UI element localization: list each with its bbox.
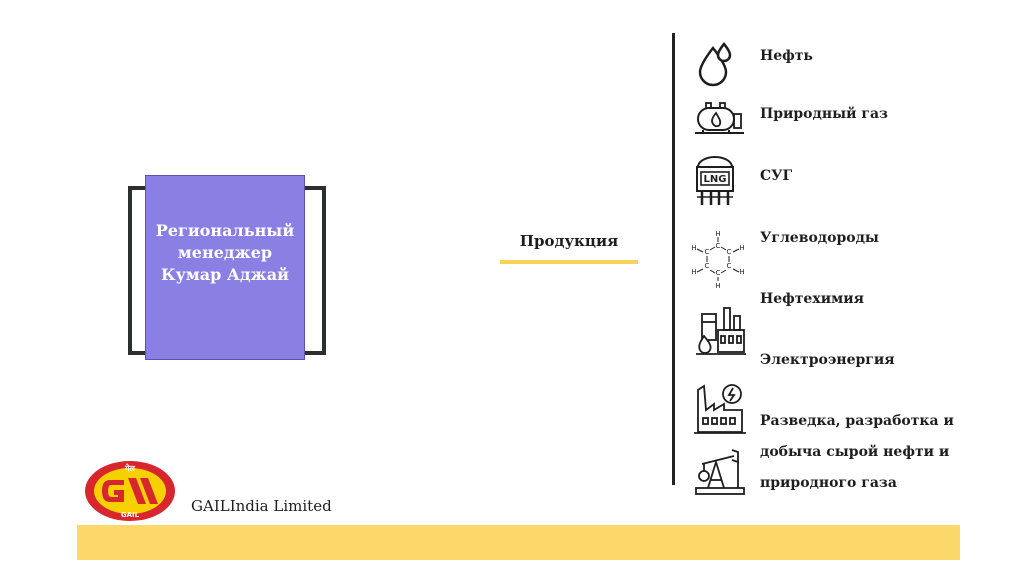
svg-text:C: C [716,242,721,250]
svg-text:H: H [739,244,744,252]
product-lpg: СУГ [760,168,793,184]
power-plant-icon [694,384,746,434]
svg-text:C: C [716,269,721,277]
product-exploration-line-2: добыча сырой нефти и [760,444,950,460]
svg-text:H: H [691,268,696,276]
lng-label: LNG [704,174,727,185]
hydrocarbon-molecule-icon: H C C C C C C H H H H H [691,230,744,290]
card-line-2: менеджер [177,242,273,262]
gail-logo-bottom-text: GAIL [121,511,140,519]
gas-tank-icon [695,102,744,134]
petrochemical-plant-icon [696,307,746,355]
product-oil: Нефть [760,48,813,64]
company-name: GAILIndia Limited [191,497,332,515]
product-exploration-line-3: природного газа [760,475,897,491]
products-label: Продукция [519,232,619,250]
oil-pump-jack-icon [695,449,745,495]
product-petrochemicals: Нефтехимия [760,291,864,307]
svg-text:C: C [727,248,732,256]
manager-card: Региональный менеджер Кумар Аджай [145,175,305,360]
product-hydrocarbons: Углеводороды [760,230,879,246]
card-line-3: Кумар Аджай [161,264,289,284]
svg-text:H: H [739,268,744,276]
product-exploration: Разведка, разработка и добыча сырой нефт… [760,406,954,499]
svg-text:H: H [715,230,720,238]
gail-logo: गेल GAIL [85,461,175,521]
vertical-divider [672,33,675,485]
lng-tank-icon: LNG [696,156,734,205]
products-underline [500,260,638,264]
manager-card-text: Региональный менеджер Кумар Аджай [156,220,294,286]
product-exploration-line-1: Разведка, разработка и [760,413,954,429]
svg-text:C: C [705,248,710,256]
oil-drop-icon [698,42,732,87]
footer-bar [77,525,960,560]
svg-text:H: H [715,282,720,290]
svg-text:C: C [727,262,732,270]
card-line-1: Региональный [155,220,295,240]
product-natural-gas: Природный газ [760,106,888,122]
svg-text:H: H [691,244,696,252]
gail-logo-top-text: गेल [124,463,136,473]
svg-text:C: C [705,262,710,270]
product-electricity: Электроэнергия [760,352,895,368]
